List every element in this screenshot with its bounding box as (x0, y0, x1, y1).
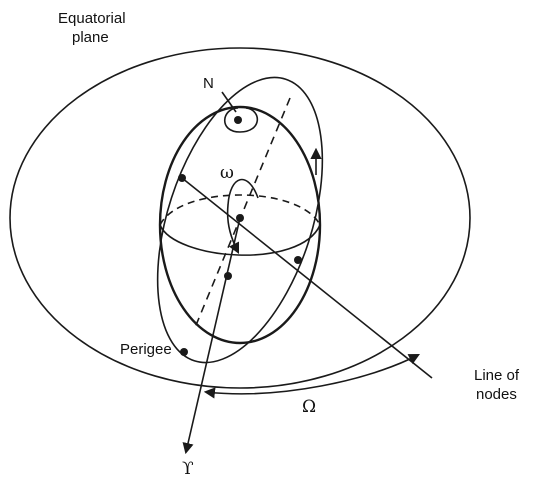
orbit-axis (193, 97, 291, 331)
ascending-node-point (178, 174, 186, 182)
line-of-nodes-label-line2: nodes (476, 386, 517, 403)
perigee-point (180, 348, 188, 356)
node-n-label: N (203, 75, 214, 92)
satellite-point (224, 272, 232, 280)
line-of-nodes-label-line1: Line of (474, 367, 520, 384)
earth-equator-front (159, 224, 321, 256)
equatorial-plane-label-line1: Equatorial (58, 10, 126, 27)
earth-equator-back (159, 194, 321, 226)
north-pole-point (234, 116, 242, 124)
perigee-label: Perigee (120, 341, 172, 358)
rotation-loop (223, 107, 259, 133)
vernal-equinox-line (182, 217, 241, 455)
line-of-nodes (181, 177, 433, 379)
earth-center-point (236, 214, 244, 222)
descending-node-point (294, 256, 302, 264)
raan-label: Ω (302, 397, 317, 417)
equatorial-plane-label-line2: plane (72, 29, 109, 46)
argument-of-perigee-label: ω (220, 163, 234, 183)
omega-arc (226, 178, 259, 255)
orbit-ellipse (156, 76, 324, 364)
vernal-equinox-label: ϒ (182, 459, 194, 479)
n-pointer (221, 91, 237, 113)
raan-arc (203, 353, 420, 399)
